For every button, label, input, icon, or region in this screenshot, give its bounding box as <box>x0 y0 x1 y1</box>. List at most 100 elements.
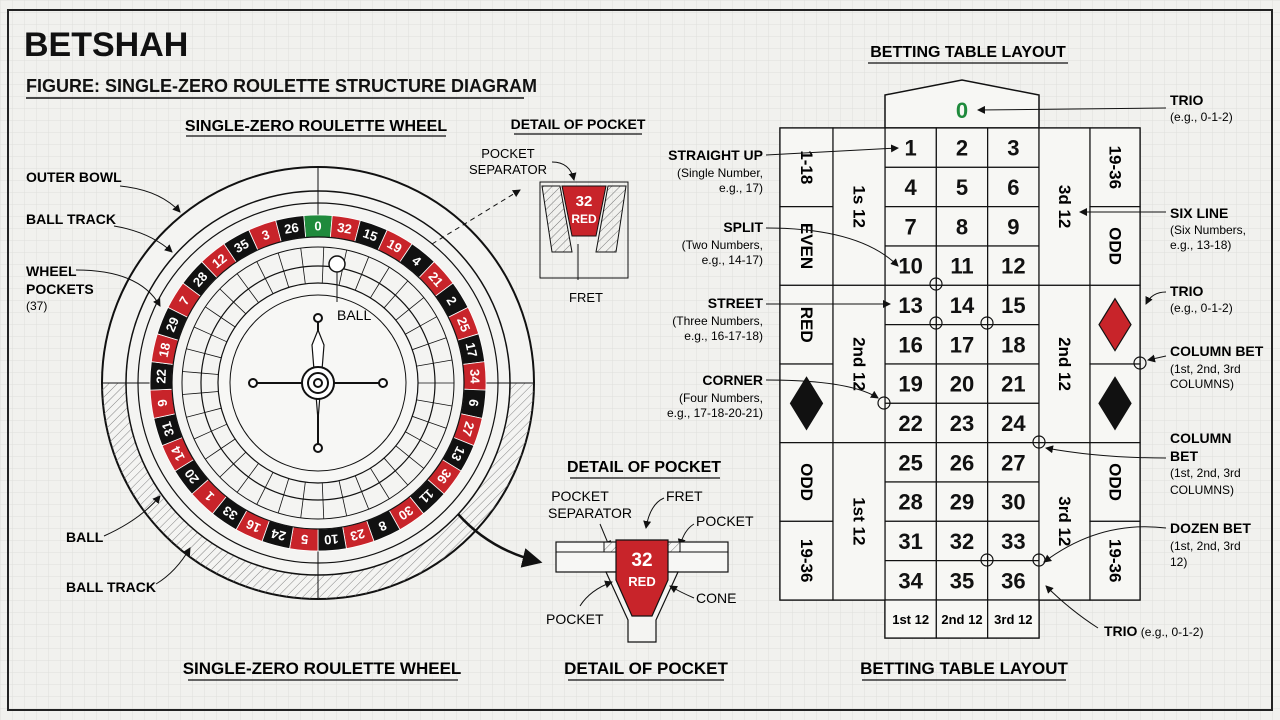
number-cell-label: 35 <box>950 568 974 593</box>
right-outer-cell[interactable] <box>1089 520 1141 601</box>
detail-top-pocket-color: RED <box>571 212 597 226</box>
number-cell[interactable] <box>884 166 937 208</box>
outer-pocket-number: 26 <box>283 220 300 237</box>
number-cell-label: 21 <box>1001 372 1025 397</box>
outer-pocket-number: 23 <box>349 526 367 544</box>
pocket-detail-top-title: DETAIL OF POCKET <box>511 116 646 132</box>
number-cell-label: 2 <box>956 136 968 161</box>
outer-pocket-number: 35 <box>231 236 251 256</box>
number-cell-label: 16 <box>898 332 922 357</box>
column-bet-1-title: COLUMN BET <box>1170 343 1264 359</box>
detail-top-separator-label-1: POCKET <box>481 146 535 161</box>
pocket-top-red <box>561 185 607 237</box>
dozen-bottom-label: 1st 12 <box>892 612 929 627</box>
number-cell[interactable] <box>935 284 989 326</box>
outer-pocket-number: 31 <box>159 420 178 438</box>
number-cell-label: 6 <box>1007 175 1019 200</box>
outer-pocket-number: 34 <box>467 369 483 385</box>
number-cell[interactable] <box>884 520 937 562</box>
right-dozen-label: 2nd 12 <box>1055 337 1074 391</box>
detail-top-pocket-number: 32 <box>576 193 593 210</box>
column-bet-1-line-2: COLUMNS) <box>1170 377 1234 391</box>
number-cell-label: 24 <box>1001 411 1026 436</box>
number-cell[interactable] <box>884 324 937 365</box>
number-cell[interactable] <box>884 206 937 247</box>
pocket-detail-bottom-title: DETAIL OF POCKET <box>567 459 721 476</box>
right-outer-label: 19-36 <box>1106 539 1125 582</box>
left-outer-cell[interactable] <box>779 520 834 601</box>
number-cell[interactable] <box>935 363 989 404</box>
number-cell[interactable] <box>987 560 1040 601</box>
number-cell[interactable] <box>935 245 989 286</box>
brand-logo: BETSHAH <box>24 26 188 64</box>
annotation-column-bet-1: COLUMN BET (1st, 2nd, 3rd COLUMNS) <box>1147 343 1264 391</box>
annotation-split: SPLIT (Two Numbers, e.g., 14-17) <box>682 219 899 267</box>
number-cell[interactable] <box>987 481 1040 522</box>
number-cell-label: 10 <box>898 254 922 279</box>
six-line-line-1: (Six Numbers, <box>1170 223 1246 237</box>
number-cell-label: 11 <box>950 254 973 279</box>
pocket-detail-bottom-caption: DETAIL OF POCKET <box>564 659 728 678</box>
wheel-title-top: SINGLE-ZERO ROULETTE WHEEL <box>185 118 447 135</box>
number-cell[interactable] <box>987 166 1040 208</box>
number-cell-label: 17 <box>950 332 974 357</box>
dozen-bottom-cell[interactable] <box>935 599 989 639</box>
outer-pocket-number: 24 <box>269 526 288 544</box>
number-cell[interactable] <box>935 127 989 168</box>
left-outer-cell[interactable] <box>779 442 834 522</box>
number-cell-label: 36 <box>1001 568 1025 593</box>
number-cell[interactable] <box>884 363 937 404</box>
left-outer-label: RED <box>797 307 816 343</box>
number-cell-label: 34 <box>898 568 923 593</box>
outer-pocket-number: 20 <box>181 466 202 487</box>
ball-label-center: BALL <box>337 307 371 323</box>
left-dozen-cell[interactable] <box>832 127 886 286</box>
right-outer-cell[interactable] <box>1089 206 1141 286</box>
straight-up-line-2: e.g., 17) <box>719 181 763 195</box>
detail-bottom-pocket-number: 32 <box>631 550 652 571</box>
number-cell-label: 33 <box>1001 529 1025 554</box>
svg-text:TRIO (e.g., 0-1-2): TRIO (e.g., 0-1-2) <box>1104 623 1203 639</box>
cone-frets <box>201 266 435 500</box>
right-dozen-cell[interactable] <box>1038 442 1091 601</box>
dozen-bottom-label: 2nd 12 <box>941 612 982 627</box>
pocket-detail-bottom: DETAIL OF POCKET POCKET SEPARATOR FRET P… <box>546 459 754 681</box>
outer-pocket-number: 30 <box>396 503 416 524</box>
detail-bottom-separator-label-2: SEPARATOR <box>548 505 632 521</box>
right-outer-cell[interactable] <box>1089 442 1141 522</box>
number-cell[interactable] <box>987 402 1040 444</box>
label-wheel-pockets-1: WHEEL <box>26 263 77 279</box>
label-wheel-pockets-2: POCKETS <box>26 281 94 297</box>
left-outer-cell[interactable] <box>779 284 834 365</box>
pocket-detail-top: DETAIL OF POCKET POCKET SEPARATOR 32 RED… <box>469 116 646 305</box>
number-cell[interactable] <box>935 481 989 522</box>
left-dozen-cell[interactable] <box>832 284 886 444</box>
number-cell-label: 14 <box>950 293 975 318</box>
six-line-title: SIX LINE <box>1170 205 1228 221</box>
dozen-bottom-cell[interactable] <box>987 599 1040 639</box>
number-cell[interactable] <box>935 324 989 365</box>
number-cell[interactable] <box>935 520 989 562</box>
right-dozen-cell[interactable] <box>1038 127 1091 286</box>
right-outer-cell[interactable] <box>1089 127 1141 208</box>
zero-number: 0 <box>956 98 968 123</box>
number-cell-label: 15 <box>1001 293 1025 318</box>
left-dozen-cell[interactable] <box>832 442 886 601</box>
label-ball-track-bottom: BALL TRACK <box>66 579 156 595</box>
trio-bottom-suffix: (e.g., 0-1-2) <box>1137 625 1203 639</box>
left-outer-label: 19-36 <box>797 539 816 582</box>
outer-pocket-number: 15 <box>361 225 380 244</box>
detail-bottom-pocket-color: RED <box>628 574 655 589</box>
corner-line-1: (Four Numbers, <box>679 391 763 405</box>
number-cell-label: 7 <box>905 214 917 239</box>
outer-pocket-number: 19 <box>385 236 405 256</box>
number-cell[interactable] <box>987 442 1040 483</box>
number-cell-label: 25 <box>898 450 922 475</box>
left-dozen-label: 2nd 12 <box>850 337 869 391</box>
annotation-six-line: SIX LINE (Six Numbers, e.g., 13-18) <box>1079 205 1246 252</box>
number-cell-label: 8 <box>956 214 968 239</box>
column-bet-2-line-2: (1st, 2nd, 3rd <box>1170 466 1241 480</box>
